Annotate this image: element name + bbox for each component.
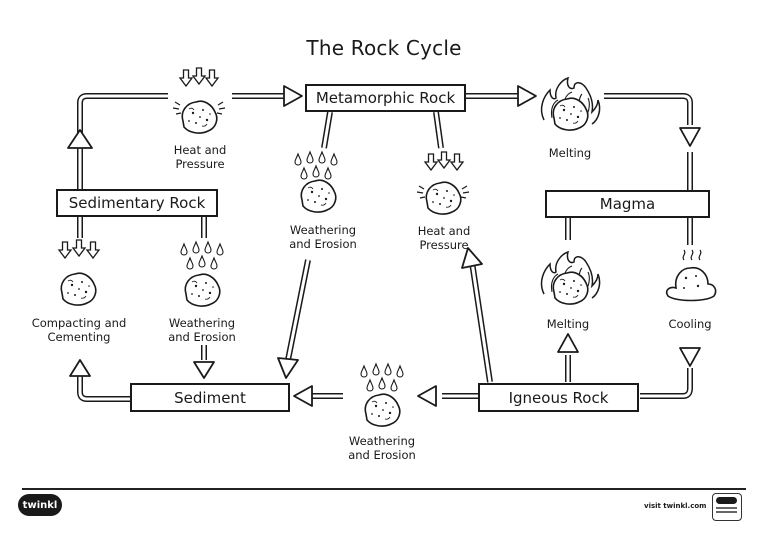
visit-link[interactable]: visit twinkl.com	[644, 502, 707, 510]
quality-badge-icon	[712, 493, 742, 521]
diagram-title: The Rock Cycle	[306, 36, 462, 60]
arrowhead-down-sediment	[193, 361, 215, 379]
stage-magma: Magma	[545, 190, 710, 218]
arrowhead-up-melting	[557, 333, 579, 353]
label-melting-lower: Melting	[546, 317, 590, 331]
arrowhead-diag-sediment	[277, 357, 299, 379]
arrowhead-right-melting	[517, 85, 537, 107]
pressure-arrows-icon	[179, 67, 219, 87]
stage-sedimentary-rock: Sedimentary Rock	[56, 189, 218, 217]
stage-sediment: Sediment	[130, 383, 290, 412]
footer-divider	[22, 488, 746, 490]
arrowhead-diag-heat	[461, 247, 483, 269]
melting-rock-icon	[665, 249, 717, 302]
arrowhead-up-compacting	[69, 359, 91, 377]
stage-igneous-rock: Igneous Rock	[478, 383, 639, 412]
label-melting-top: Melting	[548, 146, 592, 160]
twinkl-logo: twinkl	[18, 494, 62, 516]
label-cooling: Cooling	[668, 317, 712, 331]
arrowhead-up-left	[67, 129, 93, 149]
rock-icon	[181, 100, 218, 134]
stage-metamorphic-rock: Metamorphic Rock	[305, 84, 466, 112]
arrowhead-left-sediment	[293, 385, 313, 407]
arrowhead-left-bottom	[417, 385, 437, 407]
arrowhead-down-magma	[679, 127, 701, 147]
arrowhead-down-cooling	[679, 347, 701, 367]
arrowhead-right-metamorphic	[283, 85, 303, 107]
rain-icon	[294, 151, 338, 180]
